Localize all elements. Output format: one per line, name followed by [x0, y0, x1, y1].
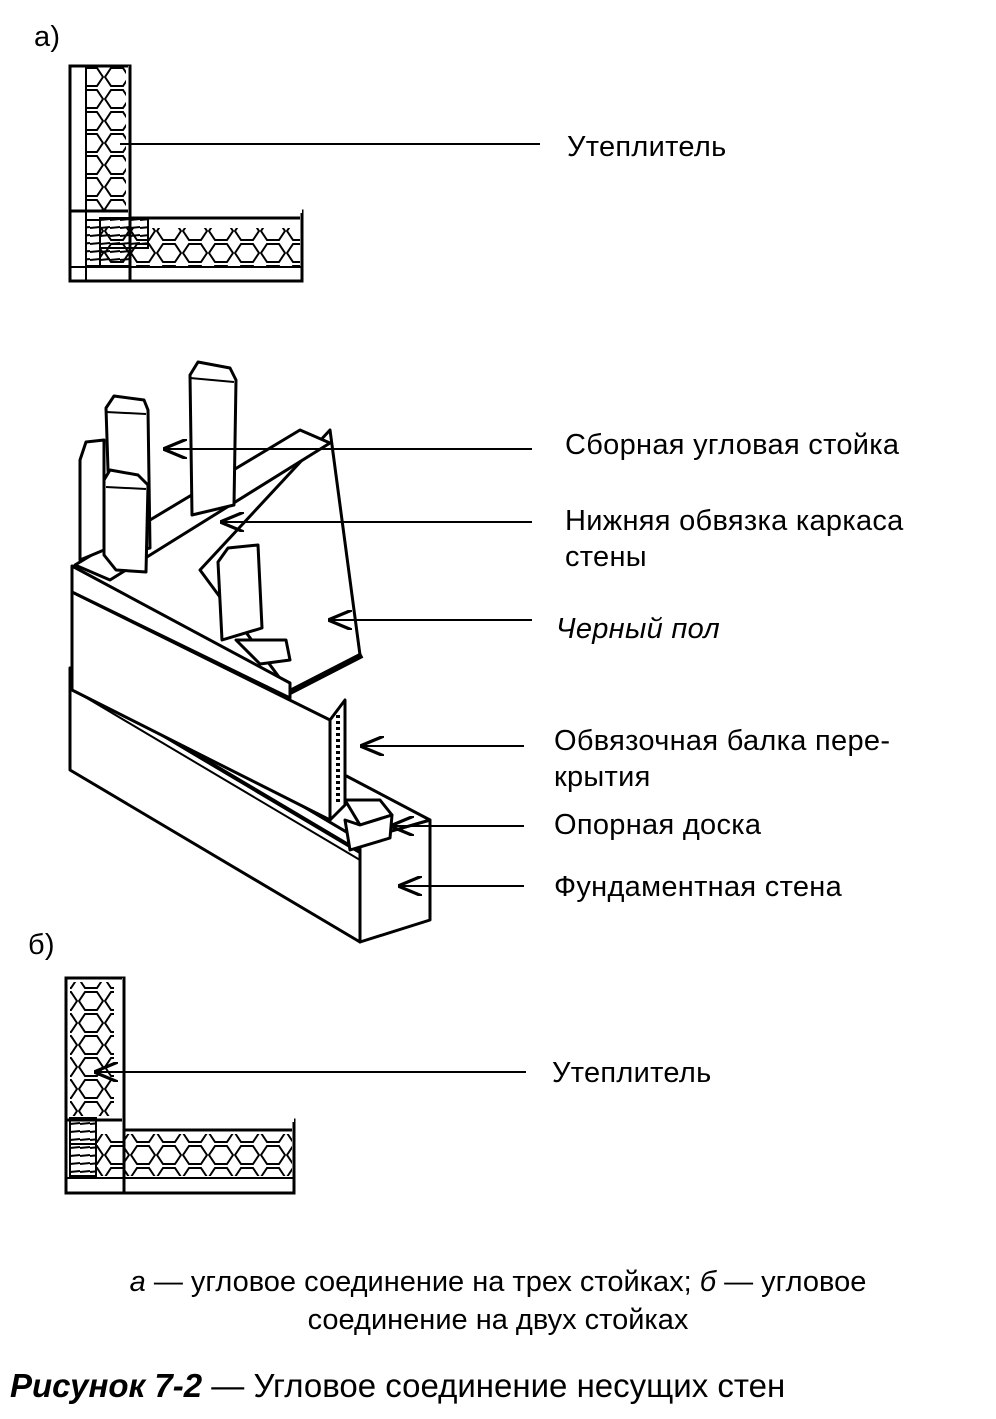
caption-b-text: — угловое [716, 1266, 867, 1298]
corner-post-label: Сборная угловая стойка [565, 429, 900, 461]
panel-b-insulation-label: Утеплитель [552, 1057, 712, 1089]
panel-b-post-1 [69, 1117, 97, 1145]
panel-a-post-3 [99, 247, 131, 267]
panel-a-vertical-insulation [86, 66, 126, 211]
caption-a-text: — угловое соединение на трех стойках; [145, 1266, 700, 1298]
sill-plate-label: Опорная доска [554, 809, 762, 841]
caption-a-letter: а [129, 1266, 146, 1298]
panel-a-letter: а) [34, 21, 61, 53]
figure-title-text: — Угловое соединение несущих стен [202, 1367, 786, 1404]
panel-b-post-2 [69, 1143, 97, 1177]
axonometric-view [68, 360, 532, 944]
caption-line-2: соединение на двух стойках [307, 1304, 689, 1336]
figure-number: Рисунок 7-2 [10, 1367, 203, 1404]
panel-a-insulation-label: Утеплитель [567, 131, 727, 163]
panel-a-post-1 [85, 219, 101, 267]
corner-post-assembly [78, 360, 238, 574]
rim-joist-label-line1: Обвязочная балка пере- [554, 725, 891, 757]
caption-b-letter: б [699, 1266, 717, 1298]
rim-joist-label-line2: крытия [554, 761, 651, 793]
panel-b-vertical-insulation [70, 982, 114, 1116]
subfloor-label: Черный пол [556, 613, 721, 645]
panel-b-horizontal-insulation [96, 1134, 292, 1176]
bottom-plate-label-line2: стены [565, 541, 647, 573]
panel-a-post-2 [99, 217, 149, 249]
figure-title: Рисунок 7-2 — Угловое соединение несущих… [10, 1366, 785, 1406]
panel-b-letter: б) [28, 929, 55, 961]
axonometric-leaders [165, 449, 532, 886]
panel-a-plan-section [68, 64, 540, 283]
wall-front-band [70, 564, 292, 700]
panel-b-plan-section [64, 976, 526, 1195]
foundation-wall-label: Фундаментная стена [554, 871, 843, 903]
middle-stud [216, 543, 264, 642]
bottom-plate-label-line1: Нижняя обвязка каркаса [565, 505, 904, 537]
caption-line-1: а — угловое соединение на трех стойках; … [0, 1264, 996, 1300]
